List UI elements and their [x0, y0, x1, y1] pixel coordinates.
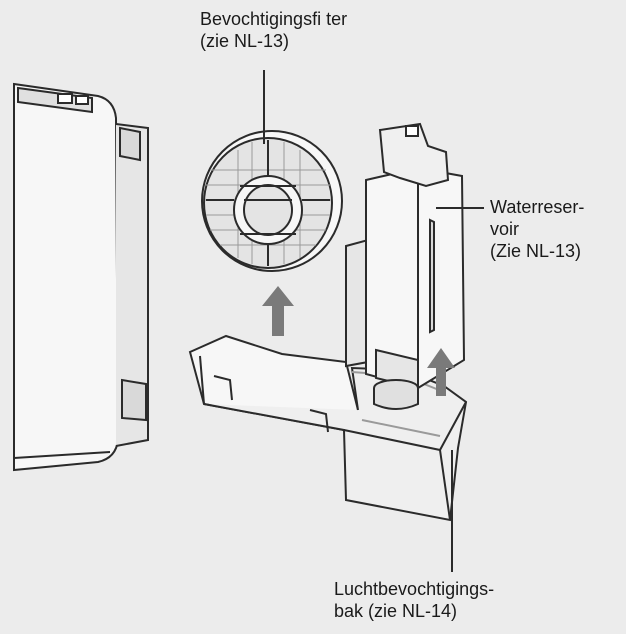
arrow-up-filter-icon: [262, 286, 294, 336]
label-humidifier-tray-line2: bak (zie NL-14): [334, 601, 458, 621]
label-water-reservoir-line3: (Zie NL-13): [490, 241, 582, 261]
humidifier-body: [13, 82, 149, 472]
water-reservoir: [365, 122, 466, 410]
arrow-up-reservoir-icon: [427, 348, 455, 396]
label-humidifying-filter: Bevochtigingsfi ter (zie NL-13): [200, 8, 347, 52]
label-humidifier-tray-line1: Luchtbevochtigings-: [334, 579, 495, 599]
label-humidifying-filter-line1: Bevochtigingsfi ter: [200, 9, 348, 29]
label-water-reservoir-line2: voir: [490, 219, 520, 239]
label-water-reservoir: Waterreser- voir (Zie NL-13): [490, 196, 584, 262]
label-humidifier-tray: Luchtbevochtigings- bak (zie NL-14): [334, 578, 494, 622]
label-water-reservoir-line1: Waterreser-: [490, 197, 585, 217]
humidifying-filter: [201, 130, 343, 272]
label-humidifying-filter-line2: (zie NL-13): [200, 31, 290, 51]
